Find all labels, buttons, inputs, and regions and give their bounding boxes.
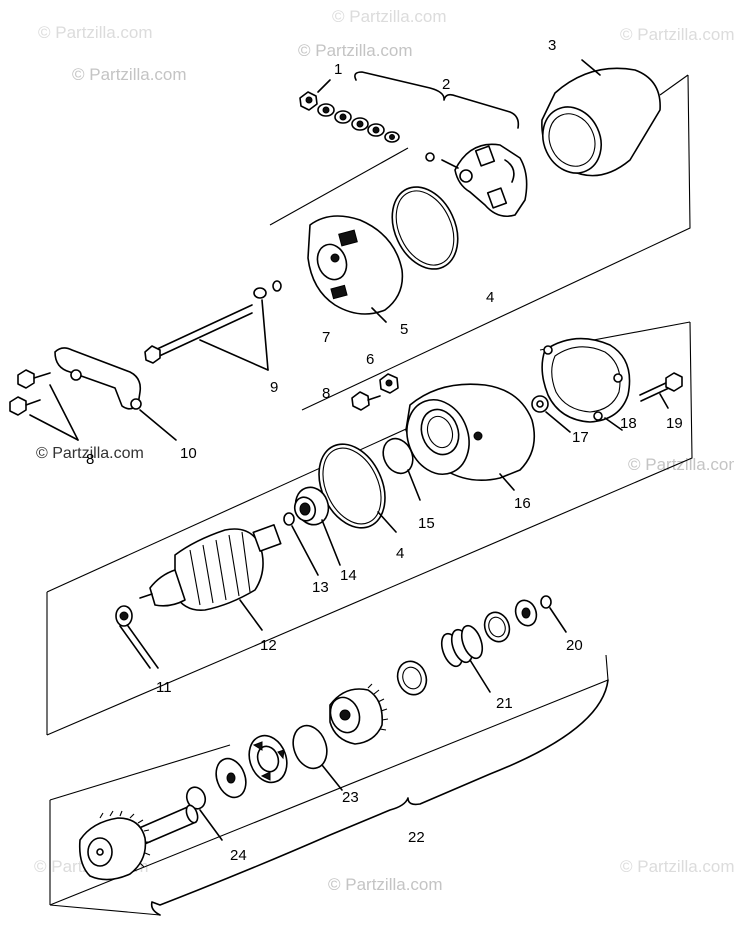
part-8-bolt-middle [351,391,381,411]
part-23-o-ring [292,724,328,770]
part-21-spring-set [396,599,538,696]
callout-4-lower: 4 [396,545,404,562]
callout-19: 19 [666,415,683,432]
part-8-bolts [9,369,79,441]
callout-20: 20 [566,637,583,654]
watermark: © Partzilla.com [620,25,734,44]
callout-3: 3 [548,37,556,54]
part-15-o-ring [382,437,414,475]
part-12-armature [139,524,282,631]
part-6-nut [379,373,399,394]
callout-16: 16 [514,495,531,512]
part-24-circlip [185,786,223,841]
callout-6: 6 [366,351,374,368]
part-9-through-bolts [144,287,269,371]
callout-11: 11 [156,679,172,696]
part-5-rear-cover [307,215,404,323]
part-2-brush-holder [441,143,528,218]
callout-4: 4 [486,289,494,306]
bracket-2 [354,71,520,129]
callout-24: 24 [230,847,247,864]
part-14-bearing [293,486,341,566]
callout-15: 15 [418,515,435,532]
callout-10: 10 [180,445,197,462]
callout-13: 13 [312,579,329,596]
callout-2: 2 [442,76,450,93]
callout-17: 17 [572,429,589,446]
part-13-washer [283,512,295,526]
watermark-dark: © Partzilla.com [36,445,144,462]
part-1-nut [299,91,318,111]
watermark: © Partzilla.com [72,65,187,84]
part-20-clip [540,595,567,633]
part-10-bracket [54,347,177,441]
callout-18: 18 [620,415,637,432]
callout-14: 14 [340,567,357,584]
part-22-plate [215,757,247,799]
part-11-brushes [115,605,159,669]
callout-12: 12 [260,637,277,654]
part-19-bolt [639,372,683,409]
watermark: © Partzilla.com [328,875,443,894]
watermark: © Partzilla.com [38,23,153,42]
callout-23: 23 [342,789,359,806]
watermark: © Partzilla.com [298,41,413,60]
callout-1: 1 [334,61,342,78]
callout-22: 22 [408,829,425,846]
callout-9: 9 [270,379,278,396]
callout-5: 5 [400,321,408,338]
callout-8: 8 [322,385,330,402]
part-18-gasket [541,337,631,431]
watermark: © Partzilla.com [628,455,734,474]
watermark: © Partzilla.com [620,857,734,876]
callout-numbers: 1 2 3 4 5 6 7 8 9 10 11 12 13 14 15 16 1… [86,37,683,864]
part-22-one-way-clutch [248,734,288,784]
part-7-o-ring-small [272,280,282,292]
bracket-22 [150,679,609,916]
callout-8-lower: 8 [86,451,94,468]
part-2-washer-stack [317,103,435,162]
part-22-clutch-gear [329,683,389,745]
callout-21: 21 [496,695,513,712]
callout-7: 7 [322,329,330,346]
part-22-pinion-shaft [78,804,199,881]
watermark: © Partzilla.com [332,7,447,26]
part-16-front-housing [405,383,536,491]
part-3-yoke [541,59,661,177]
part-4-o-ring-upper [391,186,459,270]
